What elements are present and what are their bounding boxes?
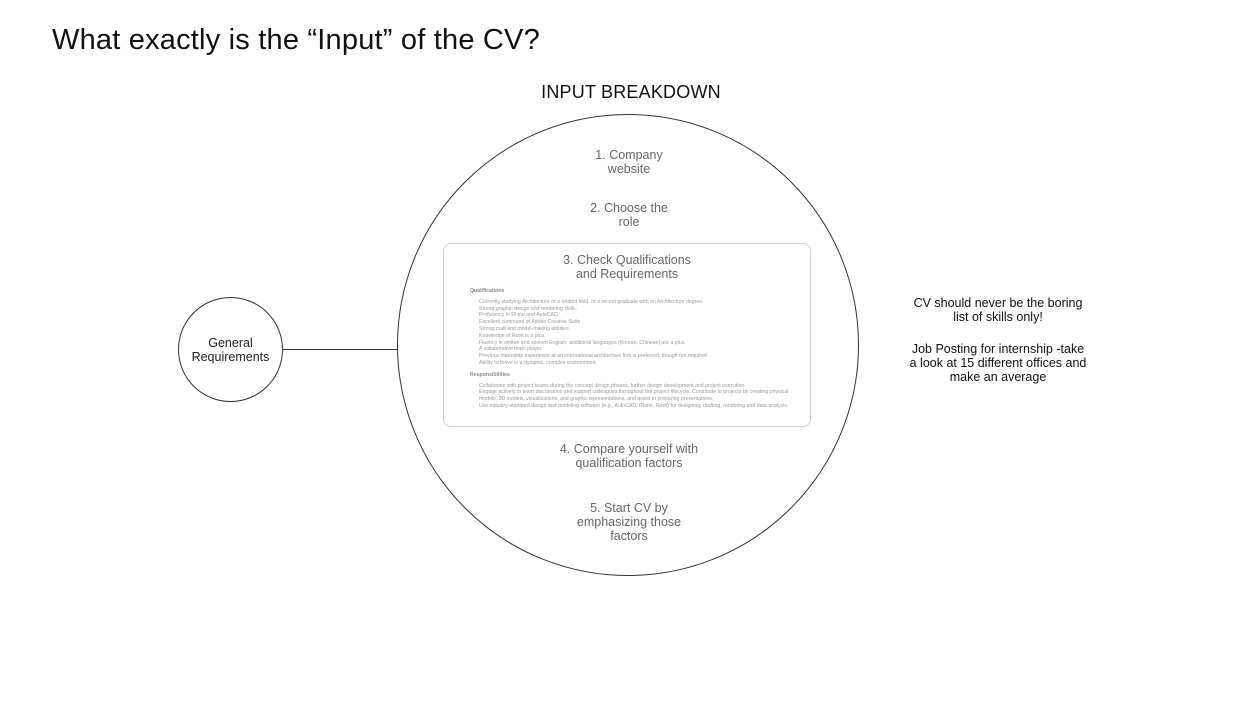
- note-job-posting: Job Posting for internship -take a look …: [909, 342, 1087, 384]
- connector-line: [283, 349, 398, 350]
- list-item: A collaborative team player.: [479, 346, 805, 353]
- step-label: 1. Company website: [595, 148, 663, 176]
- list-item: Collaborate with project teams during th…: [479, 383, 805, 390]
- page-title: What exactly is the “Input” of the CV?: [52, 24, 540, 56]
- list-item: Currently studying Architecture or a rel…: [479, 299, 805, 306]
- job-posting-text: Qualifications Currently studying Archit…: [470, 288, 805, 415]
- list-item: Use industry-standard design and modelin…: [479, 403, 805, 410]
- list-item: Previous internship experience at an int…: [479, 353, 805, 360]
- job-posting-card: 3. Check Qualifications and Requirements…: [443, 243, 811, 427]
- general-requirements-node: General Requirements: [178, 297, 283, 402]
- list-item: Strong graphic design and rendering skil…: [479, 306, 805, 313]
- step-compare-yourself: 4. Compare yourself with qualification f…: [0, 442, 1258, 470]
- qualifications-list: Currently studying Architecture or a rel…: [470, 299, 805, 367]
- general-requirements-label: General Requirements: [191, 335, 270, 364]
- list-item: Proficiency in Rhino and AutoCAD.: [479, 312, 805, 319]
- responsibilities-heading: Responsibilities: [470, 371, 510, 378]
- step-choose-role: 2. Choose the role: [0, 201, 1258, 229]
- qualifications-heading: Qualifications: [470, 288, 505, 294]
- list-item: Knowledge of Revit is a plus.: [479, 333, 805, 340]
- list-item: Strong craft and model-making abilities.: [479, 326, 805, 333]
- step-label: 5. Start CV by emphasizing those factors: [576, 501, 682, 543]
- list-item: Ability to thrive in a dynamic, complex …: [479, 360, 805, 367]
- input-breakdown-circle: [397, 114, 859, 576]
- step-label: 2. Choose the role: [590, 201, 668, 229]
- note-boring-list: CV should never be the boring list of sk…: [913, 296, 1083, 324]
- step-company-website: 1. Company website: [0, 148, 1258, 176]
- step-check-qualifications: 3. Check Qualifications and Requirements: [563, 253, 691, 281]
- list-item: Fluency in written and spoken English; a…: [479, 340, 805, 347]
- step-start-cv: 5. Start CV by emphasizing those factors: [0, 501, 1258, 543]
- diagram-title: INPUT BREAKDOWN: [541, 82, 721, 102]
- list-item: Engage actively in team discussions and …: [479, 389, 805, 403]
- responsibilities-list: Collaborate with project teams during th…: [470, 383, 805, 410]
- list-item: Excellent command of Adobe Creative Suit…: [479, 319, 805, 326]
- step-label: 4. Compare yourself with qualification f…: [559, 442, 699, 470]
